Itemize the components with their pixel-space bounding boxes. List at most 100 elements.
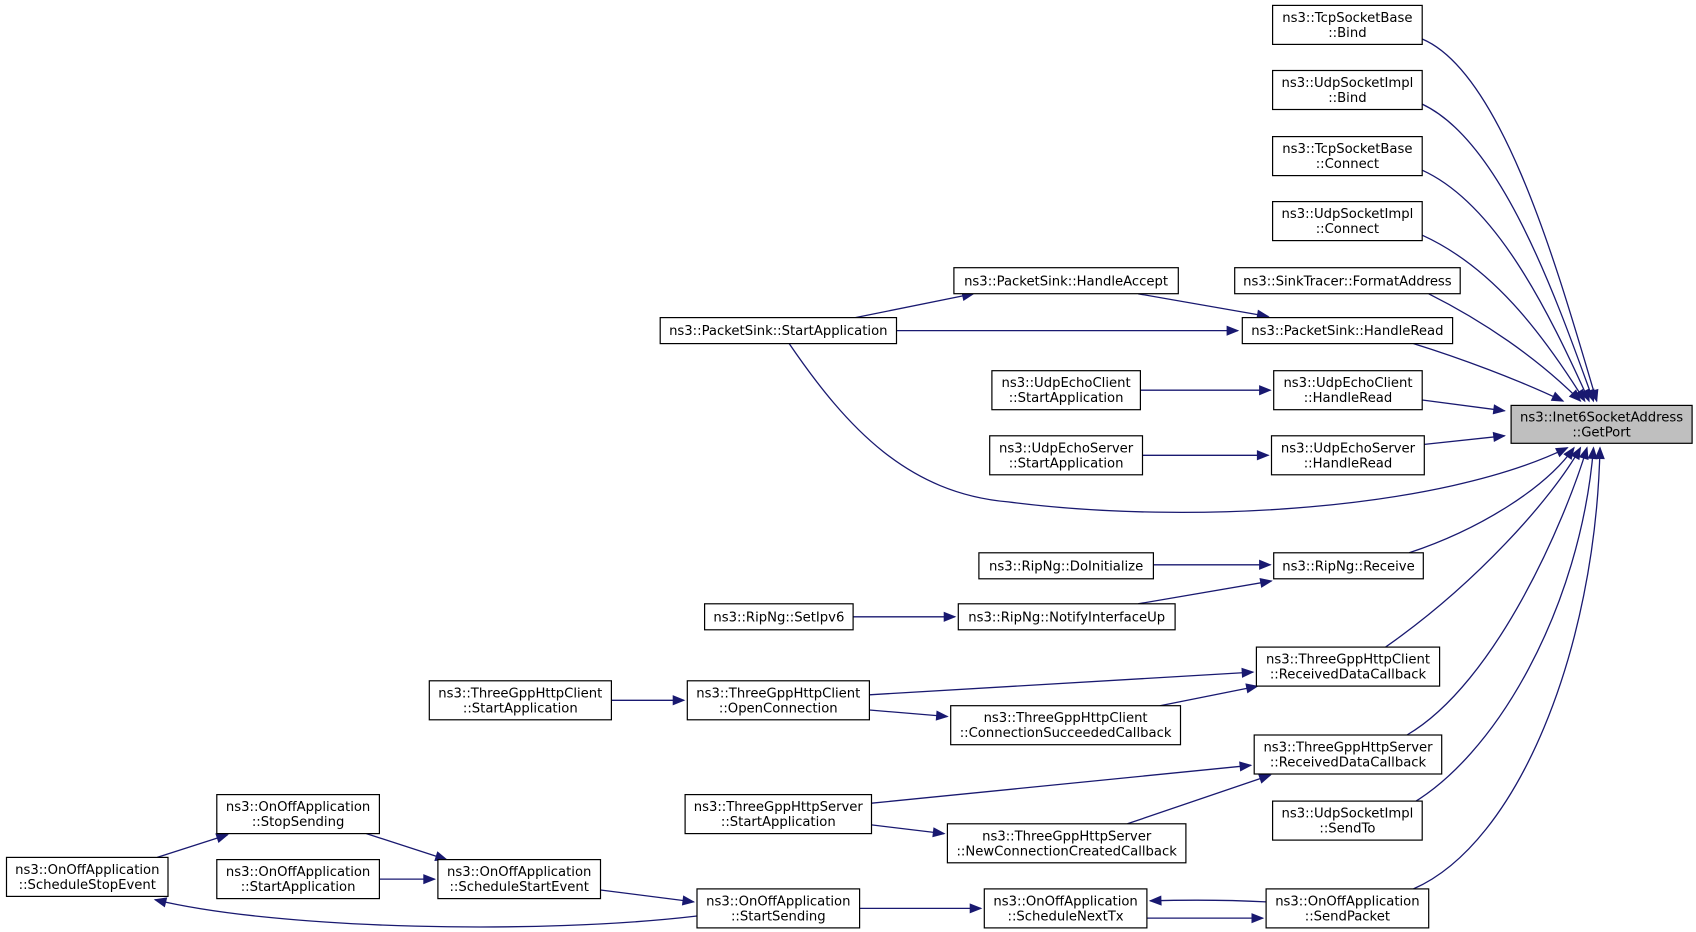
node-oo-schedstop[interactable]: ns3::OnOffApplication::ScheduleStopEvent bbox=[5, 856, 169, 898]
arrowhead-icon bbox=[932, 827, 946, 838]
node-label: ns3::PacketSink::HandleRead bbox=[1251, 324, 1443, 339]
node-box bbox=[1270, 435, 1425, 476]
node-label: ::ConnectionSucceededCallback bbox=[960, 726, 1172, 741]
edge-oo_schedstart-to-oo_startsend bbox=[600, 889, 696, 906]
node-ues-start[interactable]: ns3::UdpEchoServer::StartApplication bbox=[989, 435, 1144, 476]
node-box bbox=[1271, 136, 1423, 177]
node-ps-read[interactable]: ns3::PacketSink::HandleRead bbox=[1241, 317, 1454, 345]
node-box bbox=[1271, 201, 1423, 242]
edge-line bbox=[788, 343, 1568, 514]
node-oo-schedstart[interactable]: ns3::OnOffApplication::ScheduleStartEven… bbox=[437, 858, 602, 900]
arrowhead-icon bbox=[943, 611, 957, 622]
node-label: ::Connect bbox=[1316, 222, 1379, 237]
node-box bbox=[686, 680, 870, 721]
node-hs-newconn[interactable]: ns3::ThreeGppHttpServer::NewConnectionCr… bbox=[946, 823, 1187, 864]
node-hc-succ[interactable]: ns3::ThreeGppHttpClient::ConnectionSucce… bbox=[950, 705, 1182, 746]
node-rip-init[interactable]: ns3::RipNg::DoInitialize bbox=[978, 552, 1155, 580]
edge-line bbox=[871, 764, 1251, 804]
node-label: ::StopSending bbox=[252, 815, 344, 830]
node-label: ns3::OnOffApplication bbox=[993, 894, 1137, 909]
node-hs-recv[interactable]: ns3::ThreeGppHttpServer::ReceivedDataCal… bbox=[1253, 734, 1443, 775]
nodes-layer: ns3::Inet6SocketAddress::GetPort ns3::Tcp… bbox=[5, 4, 1693, 929]
edge-line bbox=[1421, 38, 1598, 402]
arrowhead-icon bbox=[935, 710, 949, 721]
edge-oo_sendpacket-to-root bbox=[1413, 446, 1605, 890]
node-udp-bind[interactable]: ns3::UdpSocketImpl::Bind bbox=[1271, 69, 1423, 111]
edge-line bbox=[1406, 447, 1588, 736]
edge-line bbox=[1421, 169, 1590, 402]
node-uec-start[interactable]: ns3::UdpEchoClient::StartApplication bbox=[991, 370, 1142, 411]
node-label: ns3::RipNg::DoInitialize bbox=[989, 559, 1143, 574]
node-oo-schednext[interactable]: ns3::OnOffApplication::ScheduleNextTx bbox=[983, 888, 1148, 929]
arrowhead-icon bbox=[681, 895, 696, 906]
node-box bbox=[991, 370, 1142, 411]
node-rip-notify[interactable]: ns3::RipNg::NotifyInterfaceUp bbox=[957, 603, 1176, 631]
arrowhead-icon bbox=[1245, 683, 1259, 694]
node-box bbox=[659, 317, 898, 345]
node-label: ::Bind bbox=[1328, 26, 1366, 41]
node-label: ::StartApplication bbox=[1009, 456, 1124, 471]
node-label: ::HandleRead bbox=[1304, 456, 1393, 471]
node-hc-recv[interactable]: ns3::ThreeGppHttpClient::ReceivedDataCal… bbox=[1255, 646, 1441, 687]
node-tcp-connect[interactable]: ns3::TcpSocketBase::Connect bbox=[1271, 136, 1423, 177]
node-label: ::StartSending bbox=[731, 909, 826, 924]
arrowhead-icon bbox=[1259, 559, 1272, 570]
node-label: ns3::OnOffApplication bbox=[226, 865, 370, 880]
node-box bbox=[989, 435, 1144, 476]
node-label: ::Bind bbox=[1328, 91, 1366, 106]
edge-sinktracer-to-root bbox=[1428, 293, 1582, 403]
node-box bbox=[1265, 888, 1430, 929]
edge-line bbox=[869, 709, 948, 718]
edge-tcp_bind-to-root bbox=[1421, 38, 1599, 403]
node-oo-stopsend[interactable]: ns3::OnOffApplication::StopSending bbox=[216, 793, 381, 835]
node-ues-read[interactable]: ns3::UdpEchoServer::HandleRead bbox=[1270, 435, 1425, 476]
node-ps-start[interactable]: ns3::PacketSink::StartApplication bbox=[659, 317, 898, 345]
arrowhead-icon bbox=[1258, 773, 1272, 784]
node-label: ns3::OnOffApplication bbox=[226, 800, 370, 815]
edge-line bbox=[1138, 293, 1269, 318]
edge-line bbox=[600, 889, 694, 903]
node-label: ns3::ThreeGppHttpServer bbox=[694, 800, 864, 815]
node-label: ns3::OnOffApplication bbox=[15, 863, 159, 878]
node-rip-recv[interactable]: ns3::RipNg::Receive bbox=[1273, 552, 1424, 580]
node-oo-sendpacket[interactable]: ns3::OnOffApplication::SendPacket bbox=[1265, 888, 1430, 929]
node-label: ns3::UdpSocketImpl bbox=[1281, 76, 1413, 91]
node-sinktracer[interactable]: ns3::SinkTracer::FormatAddress bbox=[1234, 267, 1461, 295]
edge-line bbox=[871, 824, 945, 835]
edge-hc_succ-to-hc_recv bbox=[1159, 683, 1259, 707]
node-oo-startapp[interactable]: ns3::OnOffApplication::StartApplication bbox=[216, 858, 381, 900]
arrowhead-icon bbox=[215, 833, 229, 843]
node-box bbox=[946, 823, 1187, 864]
node-udp-sendto[interactable]: ns3::UdpSocketImpl::SendTo bbox=[1271, 800, 1423, 841]
edge-hs_recv-to-root bbox=[1406, 446, 1589, 736]
node-hc-start[interactable]: ns3::ThreeGppHttpClient::StartApplicatio… bbox=[428, 680, 612, 721]
node-label: ::ScheduleStartEvent bbox=[449, 880, 588, 895]
edge-line bbox=[1138, 580, 1272, 605]
node-label: ns3::ThreeGppHttpClient bbox=[696, 686, 860, 701]
arrowhead-icon bbox=[969, 903, 983, 914]
node-ps-accept[interactable]: ns3::PacketSink::HandleAccept bbox=[953, 267, 1179, 295]
node-box bbox=[950, 705, 1182, 746]
node-label: ns3::ThreeGppHttpClient bbox=[984, 711, 1148, 726]
edge-line bbox=[869, 671, 1254, 696]
node-label: ns3::UdpEchoClient bbox=[1283, 376, 1412, 391]
edge-hc_recv-to-root bbox=[1385, 446, 1582, 648]
node-udp-connect[interactable]: ns3::UdpSocketImpl::Connect bbox=[1271, 201, 1423, 242]
node-rip-setipv6[interactable]: ns3::RipNg::SetIpv6 bbox=[703, 603, 854, 631]
node-hc-open[interactable]: ns3::ThreeGppHttpClient::OpenConnection bbox=[686, 680, 870, 721]
node-label: ::NewConnectionCreatedCallback bbox=[956, 844, 1177, 859]
node-hs-start[interactable]: ns3::ThreeGppHttpServer::StartApplicatio… bbox=[684, 793, 873, 835]
node-uec-read[interactable]: ns3::UdpEchoClient::HandleRead bbox=[1273, 370, 1423, 411]
arrowhead-icon bbox=[1148, 895, 1162, 906]
node-oo-startsend[interactable]: ns3::OnOffApplication::StartSending bbox=[696, 888, 861, 929]
edge-line bbox=[1150, 899, 1267, 903]
node-label: ns3::RipNg::SetIpv6 bbox=[713, 610, 844, 625]
edge-line bbox=[1127, 774, 1271, 825]
node-label: ns3::OnOffApplication bbox=[706, 894, 850, 909]
node-root[interactable]: ns3::Inet6SocketAddress::GetPort bbox=[1510, 404, 1693, 444]
edge-line bbox=[1159, 685, 1258, 707]
node-label: ns3::PacketSink::HandleAccept bbox=[964, 274, 1168, 289]
edge-hc_open-to-hc_recv bbox=[869, 667, 1255, 696]
node-label: ::SendPacket bbox=[1305, 909, 1390, 924]
node-tcp-bind[interactable]: ns3::TcpSocketBase::Bind bbox=[1271, 4, 1423, 46]
